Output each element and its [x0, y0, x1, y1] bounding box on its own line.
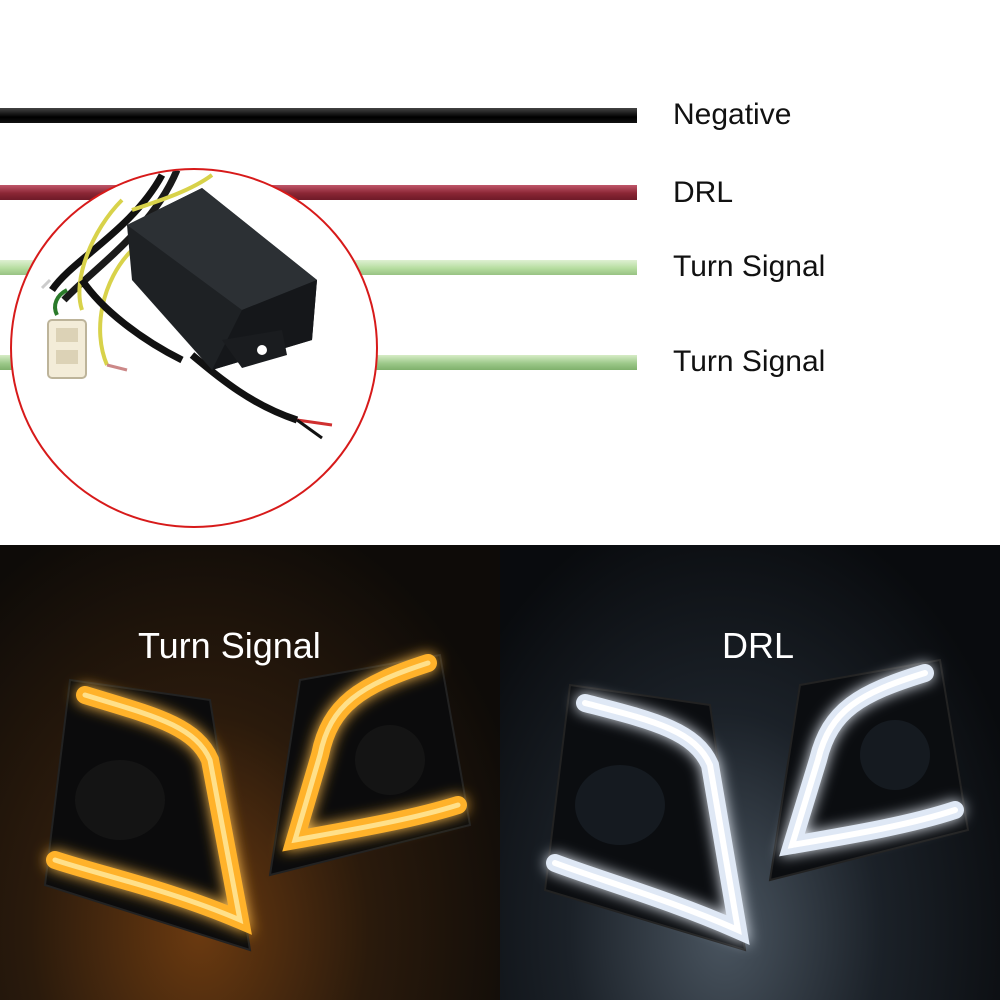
control-box-photo [40, 170, 333, 440]
drl-lamps [543, 658, 970, 952]
turn-signal-label: Turn Signal [138, 625, 321, 666]
drl-label: DRL [722, 625, 795, 666]
turn-signal-lamps [43, 653, 472, 952]
wiring-diagram: Negative DRL Turn Signal Turn Signal [0, 98, 826, 528]
wire-label-turn-signal-2: Turn Signal [673, 345, 826, 378]
drl-panel: DRL [500, 545, 1000, 1000]
wire-label-negative: Negative [673, 98, 792, 131]
wire-label-turn-signal-1: Turn Signal [673, 250, 826, 283]
control-box-inset [10, 168, 378, 528]
wire-negative [0, 108, 637, 123]
wire-label-drl: DRL [673, 176, 734, 209]
turn-signal-panel: Turn Signal [0, 545, 500, 1000]
